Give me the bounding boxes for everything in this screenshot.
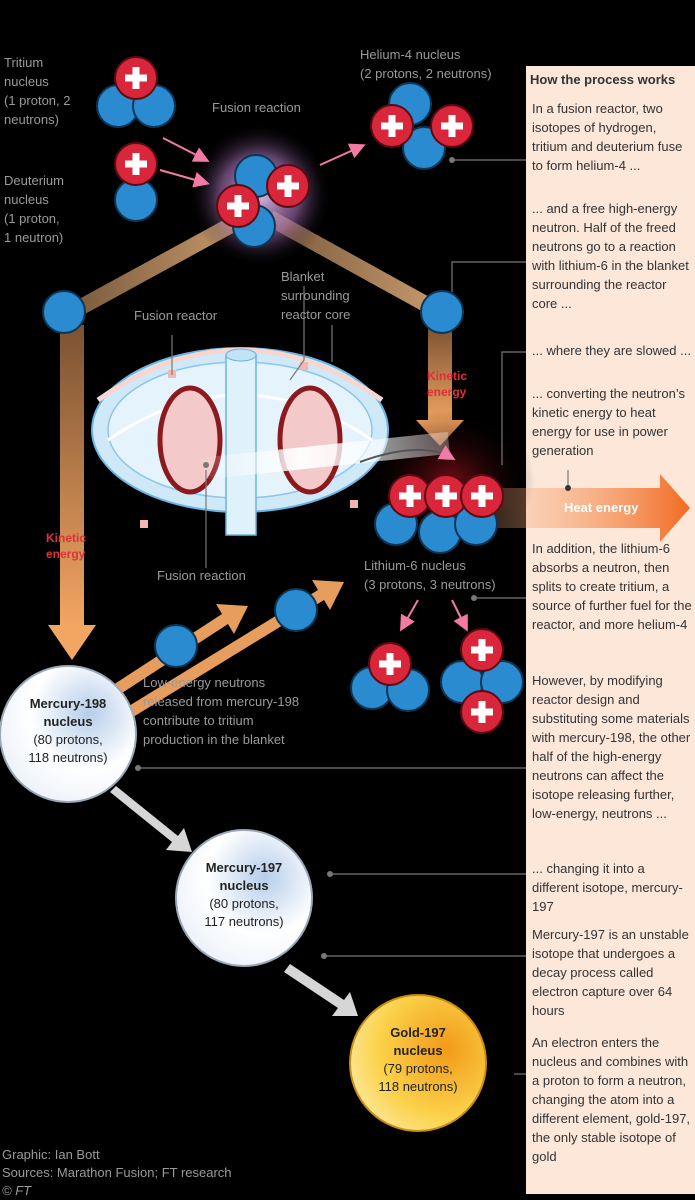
panel-step-5: In addition, the lithium-6 absorbs a neu… xyxy=(532,541,692,632)
panel-step-3: ... where they are slowed ... xyxy=(532,343,691,358)
heat-energy-arrow xyxy=(490,474,690,542)
tritium-product xyxy=(440,628,524,734)
fusion-reactor-illustration xyxy=(91,347,450,536)
mercury198-sphere xyxy=(0,665,137,803)
fusion-reactor-label: Fusion reactor xyxy=(134,308,218,323)
free-neutron-left xyxy=(42,290,86,334)
panel-step-1: In a fusion reactor, two isotopes of hyd… xyxy=(532,101,683,173)
helium4-nucleus xyxy=(370,82,474,170)
fusion-reaction-bottom-label: Fusion reaction xyxy=(157,568,246,583)
panel-step-2: ... and a free high-energy neutron. Half… xyxy=(532,201,689,311)
heat-energy-label: Heat energy xyxy=(564,500,639,515)
panel-step-9: An electron enters the nucleus and combi… xyxy=(532,1035,691,1164)
sources-credit: Sources: Marathon Fusion; FT research xyxy=(2,1165,232,1180)
panel-step-8: Mercury-197 is an unstable isotope that … xyxy=(532,927,689,1018)
fusion-reaction-top-label: Fusion reaction xyxy=(212,100,301,115)
kinetic-arrow-left xyxy=(60,325,84,625)
free-neutron-right xyxy=(420,290,464,334)
low-energy-neutron-1 xyxy=(154,624,198,668)
gold197-sphere xyxy=(349,994,487,1132)
helium4-product xyxy=(350,642,430,712)
lithium6-label: Lithium-6 nucleus(3 protons, 3 neutrons) xyxy=(364,558,496,592)
copyright: © FT xyxy=(2,1183,32,1198)
tritium-nucleus xyxy=(96,56,176,128)
lithium6-nucleus xyxy=(374,474,504,554)
mercury197-sphere xyxy=(175,829,313,967)
panel-step-4: ... converting the neutron’s kinetic ene… xyxy=(532,386,685,458)
panel-step-6: However, by modifying reactor design and… xyxy=(532,673,691,821)
deuterium-nucleus xyxy=(114,142,158,222)
graphic-credit: Graphic: Ian Bott xyxy=(2,1147,100,1162)
panel-step-7: ... changing it into a different isotope… xyxy=(532,861,683,914)
low-energy-neutron-2 xyxy=(274,588,318,632)
panel-title: How the process works xyxy=(530,72,676,87)
kinetic-arrow-right xyxy=(428,325,452,425)
helium4-label: Helium-4 nucleus(2 protons, 2 neutrons) xyxy=(360,47,492,81)
explanation-panel xyxy=(526,66,695,1194)
